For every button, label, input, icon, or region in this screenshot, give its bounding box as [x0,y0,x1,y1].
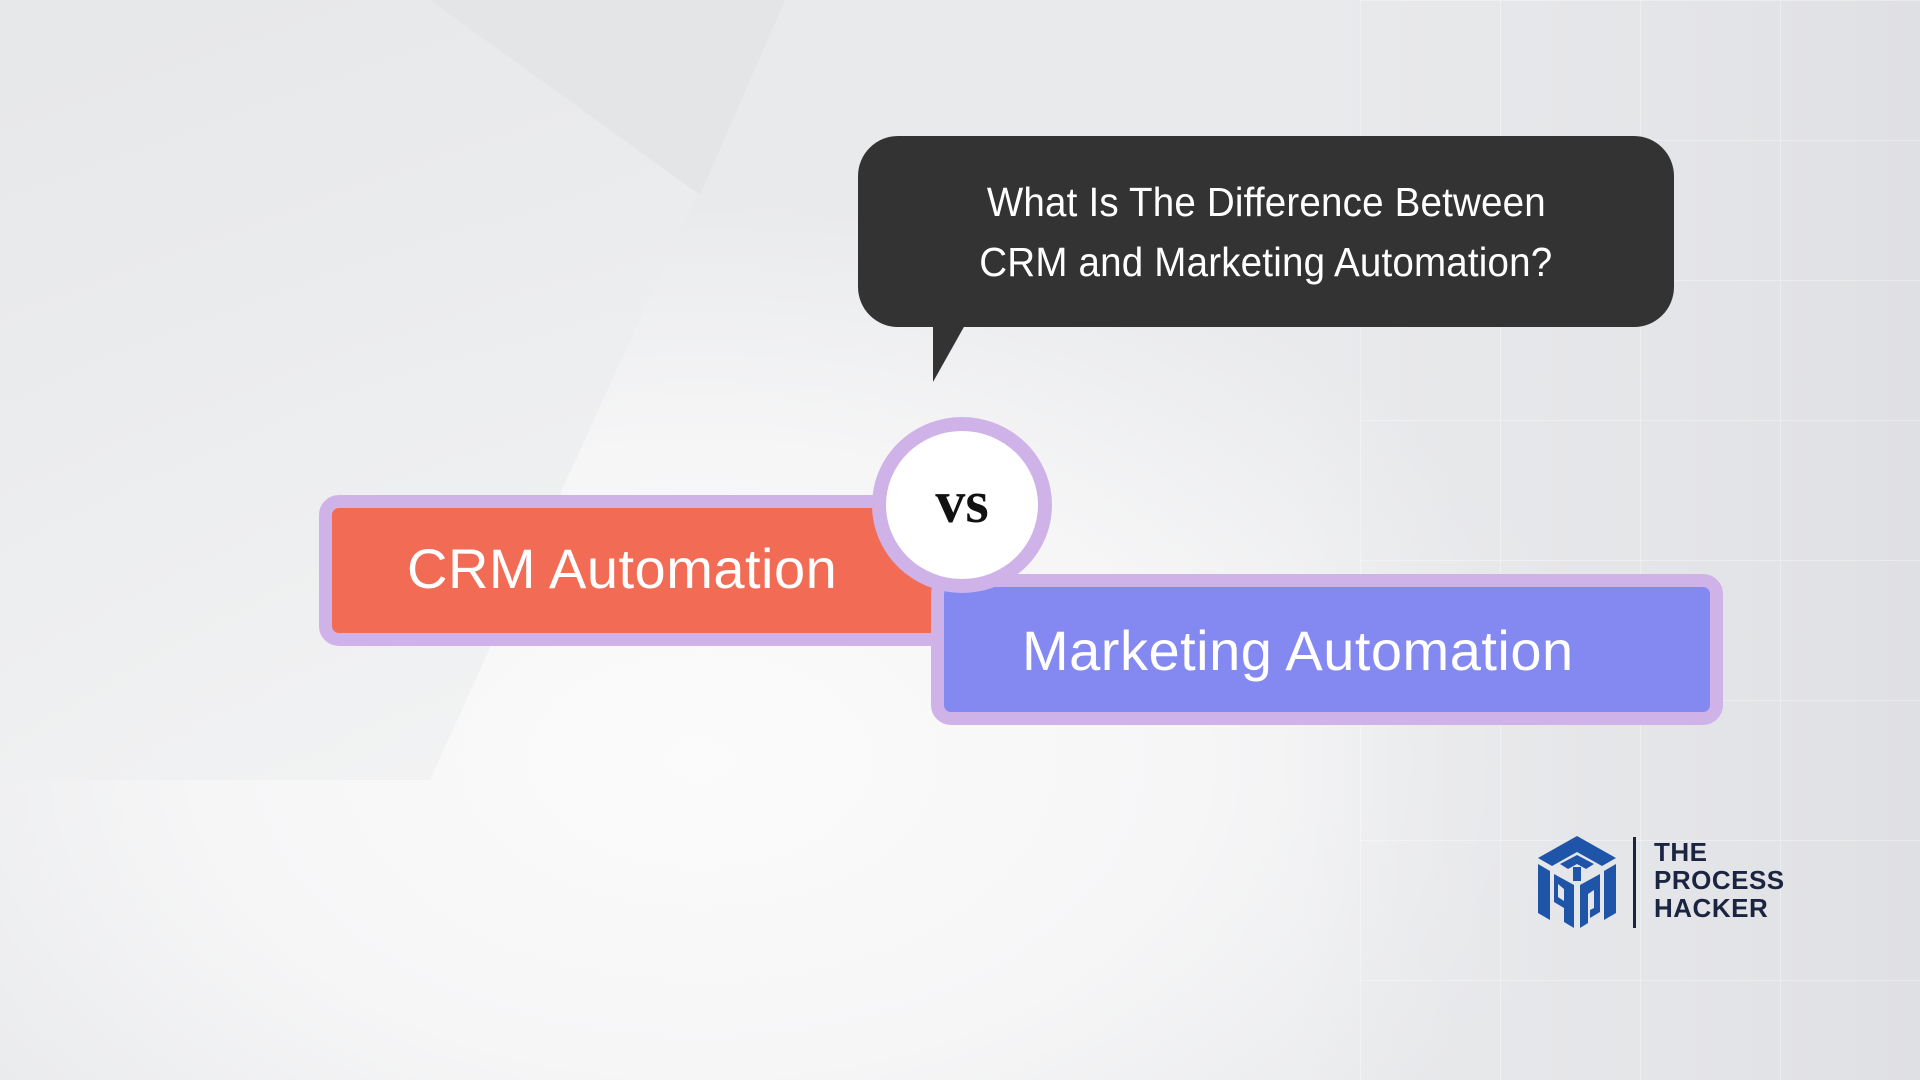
crm-automation-label: CRM Automation [407,537,838,600]
logo-divider [1633,837,1636,928]
vs-badge: vs [872,417,1052,593]
logo-wordmark: THE PROCESS HACKER [1654,838,1785,922]
cube-logo-icon [1538,836,1616,928]
vs-label: vs [935,469,989,535]
logo-text-the: THE [1654,837,1708,867]
bubble-title-line-1: What Is The Difference Between [986,178,1546,225]
logo-text-hacker: HACKER [1654,893,1769,923]
speech-bubble: What Is The Difference Between CRM and M… [858,136,1674,327]
marketing-automation-box [931,574,1723,725]
logo-text-process: PROCESS [1654,865,1785,895]
marketing-automation-label: Marketing Automation [1022,619,1574,682]
brand-logo: THE PROCESS HACKER [1536,834,1786,932]
bubble-title-line-2: CRM and Marketing Automation? [979,238,1553,285]
